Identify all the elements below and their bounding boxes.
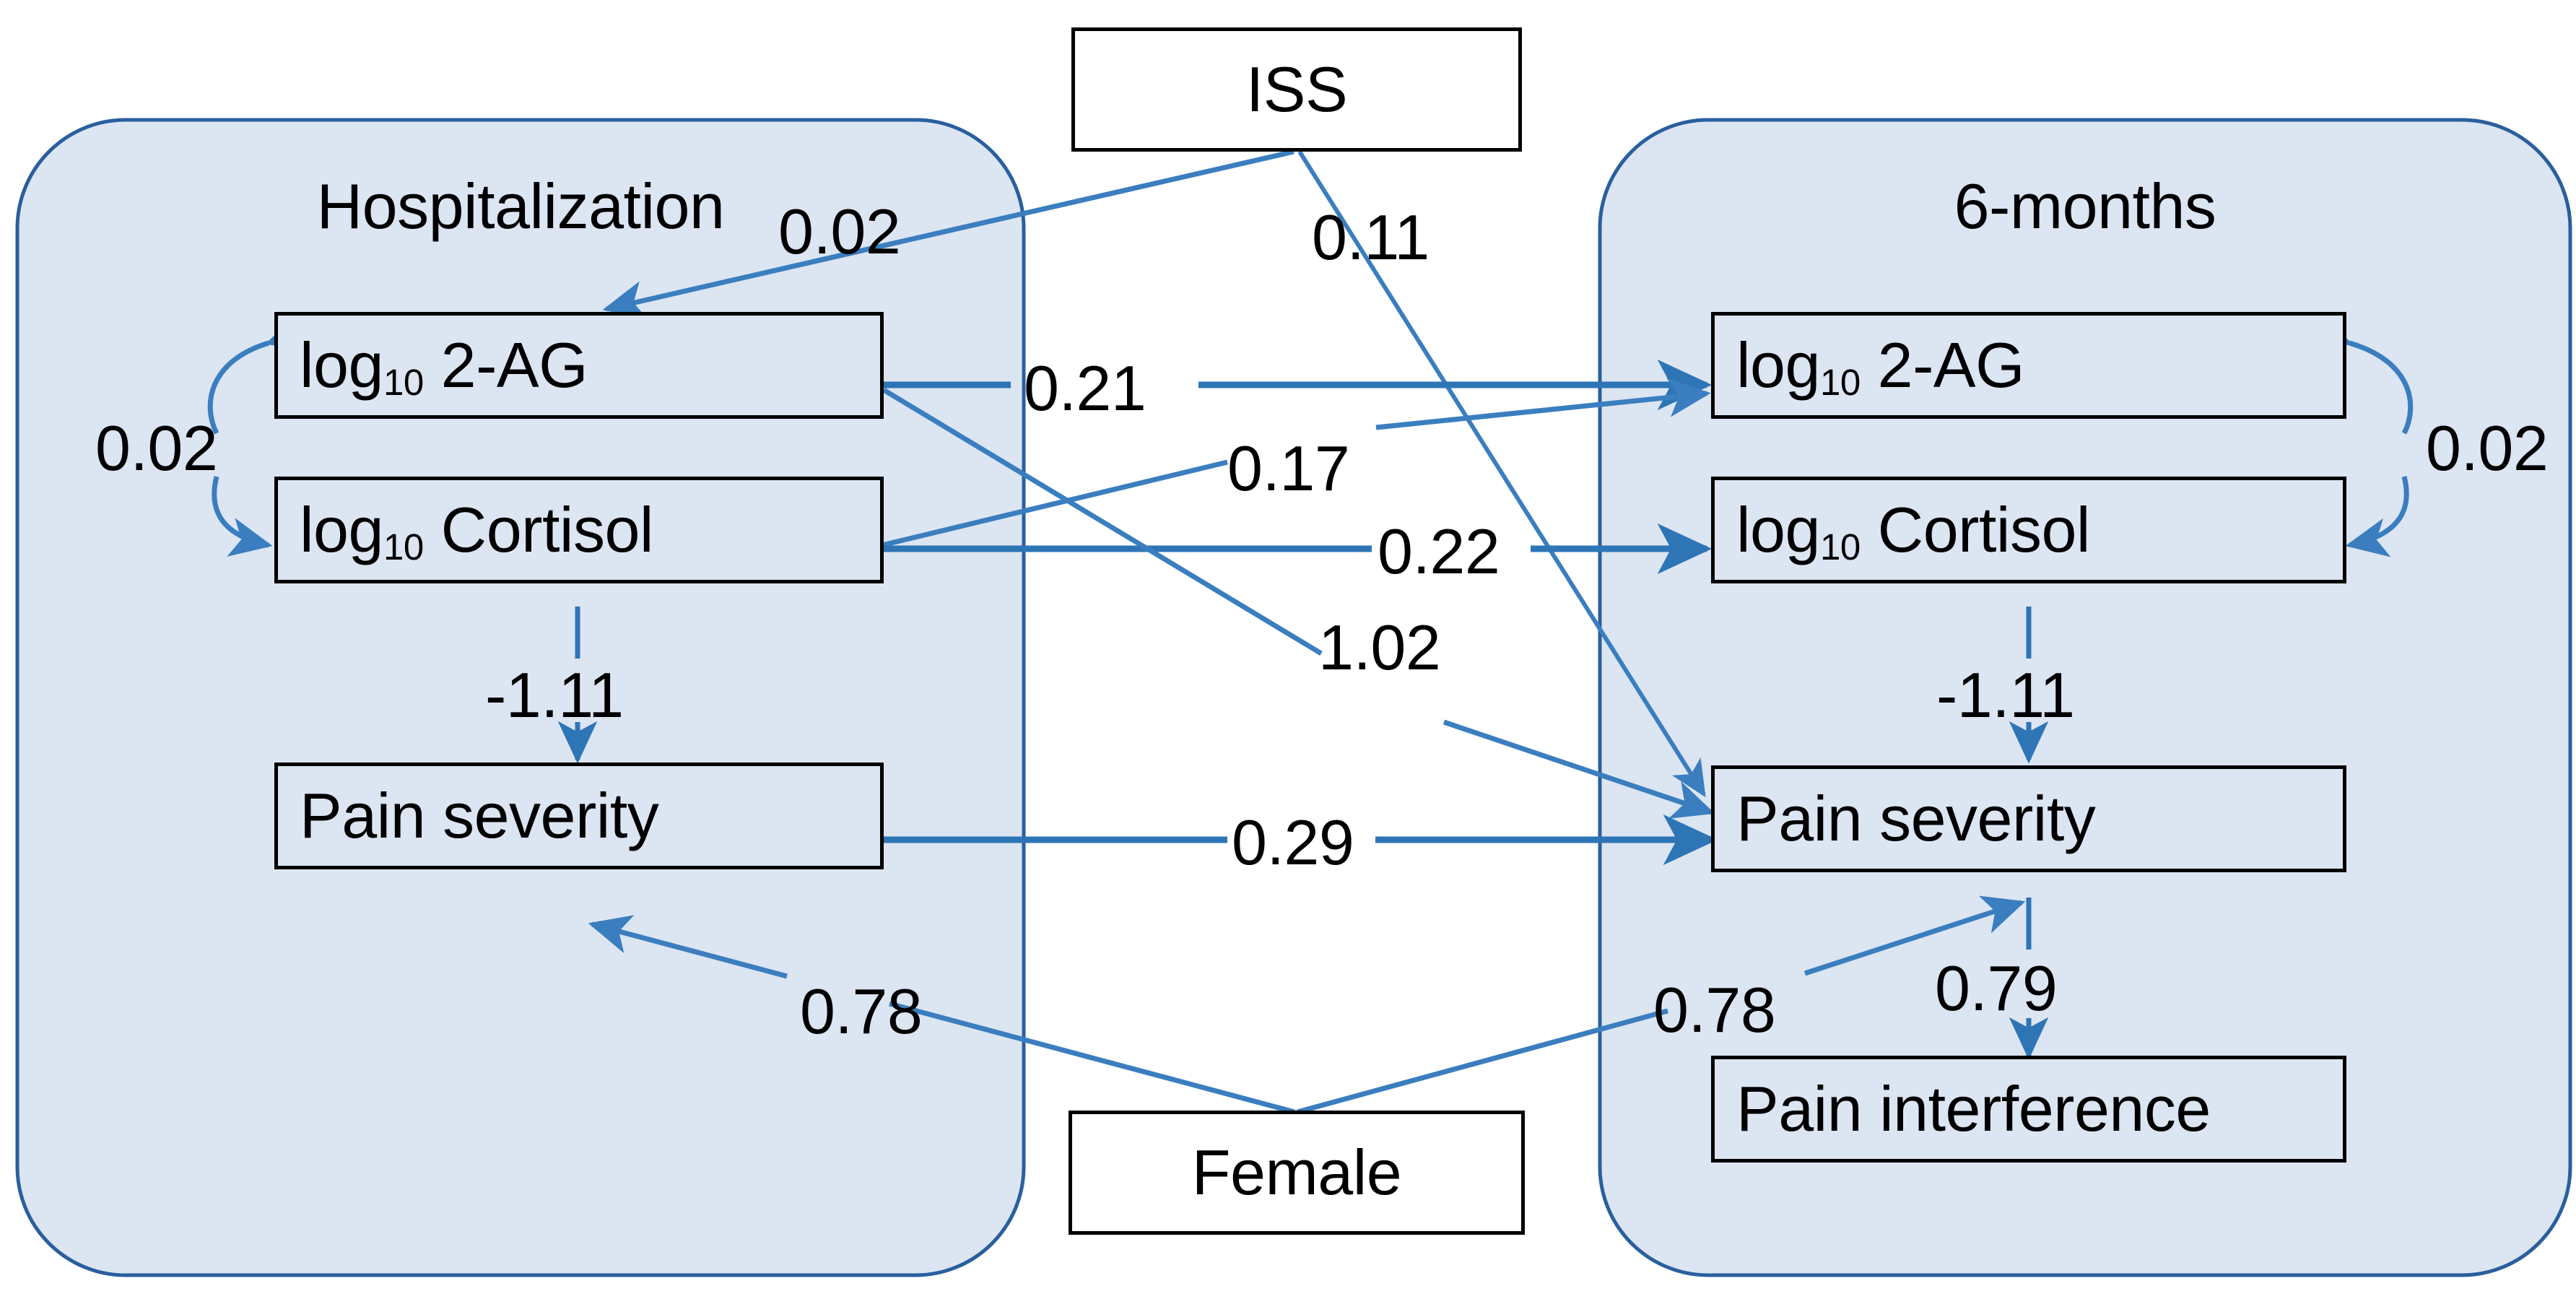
- edge-label-iss-to-h-2ag: 0.02: [778, 196, 901, 267]
- node-six-months-log10-cortisol[interactable]: log10 Cortisol: [1711, 477, 2346, 583]
- node-iss[interactable]: ISS: [1071, 27, 1522, 152]
- edge-iss-to-m-pain-severity: [1297, 150, 1706, 798]
- node-six-months-pain-interference-label: Pain interference: [1736, 1073, 2211, 1144]
- node-six-months-pain-interference[interactable]: Pain interference: [1711, 1056, 2346, 1163]
- edge-six-months-covariance: [2307, 313, 2414, 435]
- edge-label-six-months-covariance: 0.02: [2426, 412, 2549, 484]
- node-six-months-log10-cortisol-label: log10 Cortisol: [1736, 494, 2090, 568]
- edge-label-m-cortisol-to-m-pain-severity: -1.11: [1936, 659, 2075, 731]
- node-hospitalization-log10-2ag-label: log10 2-AG: [300, 329, 588, 404]
- node-hospitalization-log10-cortisol[interactable]: log10 Cortisol: [274, 477, 884, 583]
- edge-h-cortisol-to-m-2ag-b: [1375, 378, 1711, 430]
- edge-h-2ag-to-m-pain-severity: [882, 388, 1323, 656]
- edge-label-female-to-m-pain-severity: 0.78: [1653, 974, 1776, 1046]
- node-hospitalization-log10-2ag[interactable]: log10 2-AG: [274, 312, 884, 419]
- edge-female-to-m-pain-severity: [1297, 1008, 1668, 1115]
- edge-h-2ag-to-m-pain-severity-b: [1443, 719, 1715, 819]
- edge-label-h-2ag-to-m-2ag: 0.21: [1024, 352, 1146, 424]
- edge-label-h-cortisol-to-h-pain-severity: -1.11: [485, 659, 624, 731]
- panel-title-six-months: 6-months: [1954, 170, 2216, 242]
- node-six-months-log10-2ag[interactable]: log10 2-AG: [1711, 312, 2346, 419]
- node-six-months-pain-severity[interactable]: Pain severity: [1711, 765, 2346, 872]
- edge-iss-to-h-2ag: [602, 149, 1294, 320]
- edge-female-to-h-pain-severity-b: [588, 915, 788, 979]
- edge-label-hospitalization-covariance: 0.02: [95, 412, 218, 484]
- edge-six-months-covariance-b: [2345, 476, 2409, 557]
- edge-female-to-h-pain-severity: [889, 1001, 1295, 1115]
- edge-label-h-cortisol-to-m-2ag: 0.17: [1227, 433, 1350, 504]
- edge-label-h-cortisol-to-m-cortisol: 0.22: [1378, 516, 1500, 587]
- node-hospitalization-log10-cortisol-label: log10 Cortisol: [300, 494, 653, 568]
- edge-hospitalization-covariance-b: [212, 476, 273, 557]
- node-hospitalization-pain-severity-label: Pain severity: [300, 780, 659, 851]
- edge-h-cortisol-to-m-2ag: [882, 459, 1228, 548]
- edge-label-h-pain-to-m-pain: 0.29: [1232, 807, 1354, 878]
- node-six-months-log10-2ag-label: log10 2-AG: [1736, 329, 2025, 404]
- node-six-months-pain-severity-label: Pain severity: [1736, 783, 2096, 854]
- panel-title-hospitalization: Hospitalization: [316, 170, 725, 242]
- node-hospitalization-pain-severity[interactable]: Pain severity: [274, 763, 884, 869]
- node-iss-label: ISS: [1245, 53, 1348, 125]
- edge-female-to-m-pain-severity-b: [1803, 895, 2026, 976]
- edge-label-female-to-h-pain-severity: 0.78: [800, 976, 923, 1047]
- edge-hospitalization-covariance: [207, 313, 311, 435]
- edge-label-h-2ag-to-m-pain-severity: 1.02: [1318, 612, 1441, 683]
- node-female[interactable]: Female: [1069, 1111, 1525, 1235]
- edge-label-iss-to-m-pain-severity: 0.11: [1312, 201, 1430, 273]
- edge-label-m-pain-severity-to-m-pain-interference: 0.79: [1935, 952, 2058, 1024]
- node-female-label: Female: [1191, 1137, 1402, 1208]
